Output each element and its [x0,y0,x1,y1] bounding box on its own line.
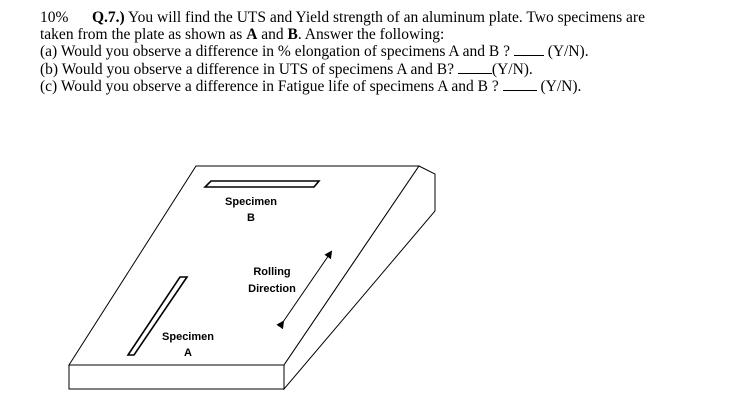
part-b: (b) Would you observe a difference in UT… [40,61,740,79]
part-b-answer-format: (Y/N). [491,60,533,78]
question-line-1: 10% Q.7.) You will find the UTS and Yield… [40,9,740,27]
part-a-label: (a) [40,43,58,60]
specimen-a-letter: A [184,347,192,359]
direction-label: Direction [248,283,296,295]
part-a-answer-format: (Y/N). [547,43,589,60]
specimen-b-label: Specimen [225,196,277,208]
part-b-text: Would you observe a difference in UTS of… [61,60,455,78]
part-c-answer-format: (Y/N). [540,78,582,95]
part-c: (c) Would you observe a difference in Fa… [40,78,740,96]
specimen-a-outline [126,276,189,356]
specimen-a-ref: A [246,25,258,43]
question-intro-2a: taken from the plate as shown as [40,25,243,43]
part-a-text: Would you observe a difference in % elon… [60,43,510,60]
specimen-b-outline [203,180,321,188]
plate-side-face [283,165,436,391]
part-c-answer-blank[interactable] [502,78,537,91]
and-word: and [261,25,284,43]
rolling-label: Rolling [253,266,290,278]
part-a: (a) Would you observe a difference in % … [40,43,740,61]
question-intro-2b: . Answer the following: [297,25,445,43]
plate-front-face [68,364,285,390]
specimen-b-ref: B [287,25,298,43]
rolling-direction-arrow [276,250,333,330]
question-intro-1: You will find the UTS and Yield strength… [128,9,645,26]
part-b-answer-blank[interactable] [457,61,492,74]
part-b-label: (b) [40,60,59,78]
question-number: Q.7.) [92,9,125,26]
part-c-text: Would you observe a difference in Fatigu… [60,78,499,95]
specimen-a-label: Specimen [162,331,214,343]
question-text: 10% Q.7.) You will find the UTS and Yield… [40,9,740,96]
part-a-answer-blank[interactable] [513,43,544,56]
specimen-b-letter: B [247,212,255,224]
question-line-2: taken from the plate as shown as A and B… [40,25,740,44]
part-c-label: (c) [40,78,58,95]
score-weight: 10% [40,9,69,26]
